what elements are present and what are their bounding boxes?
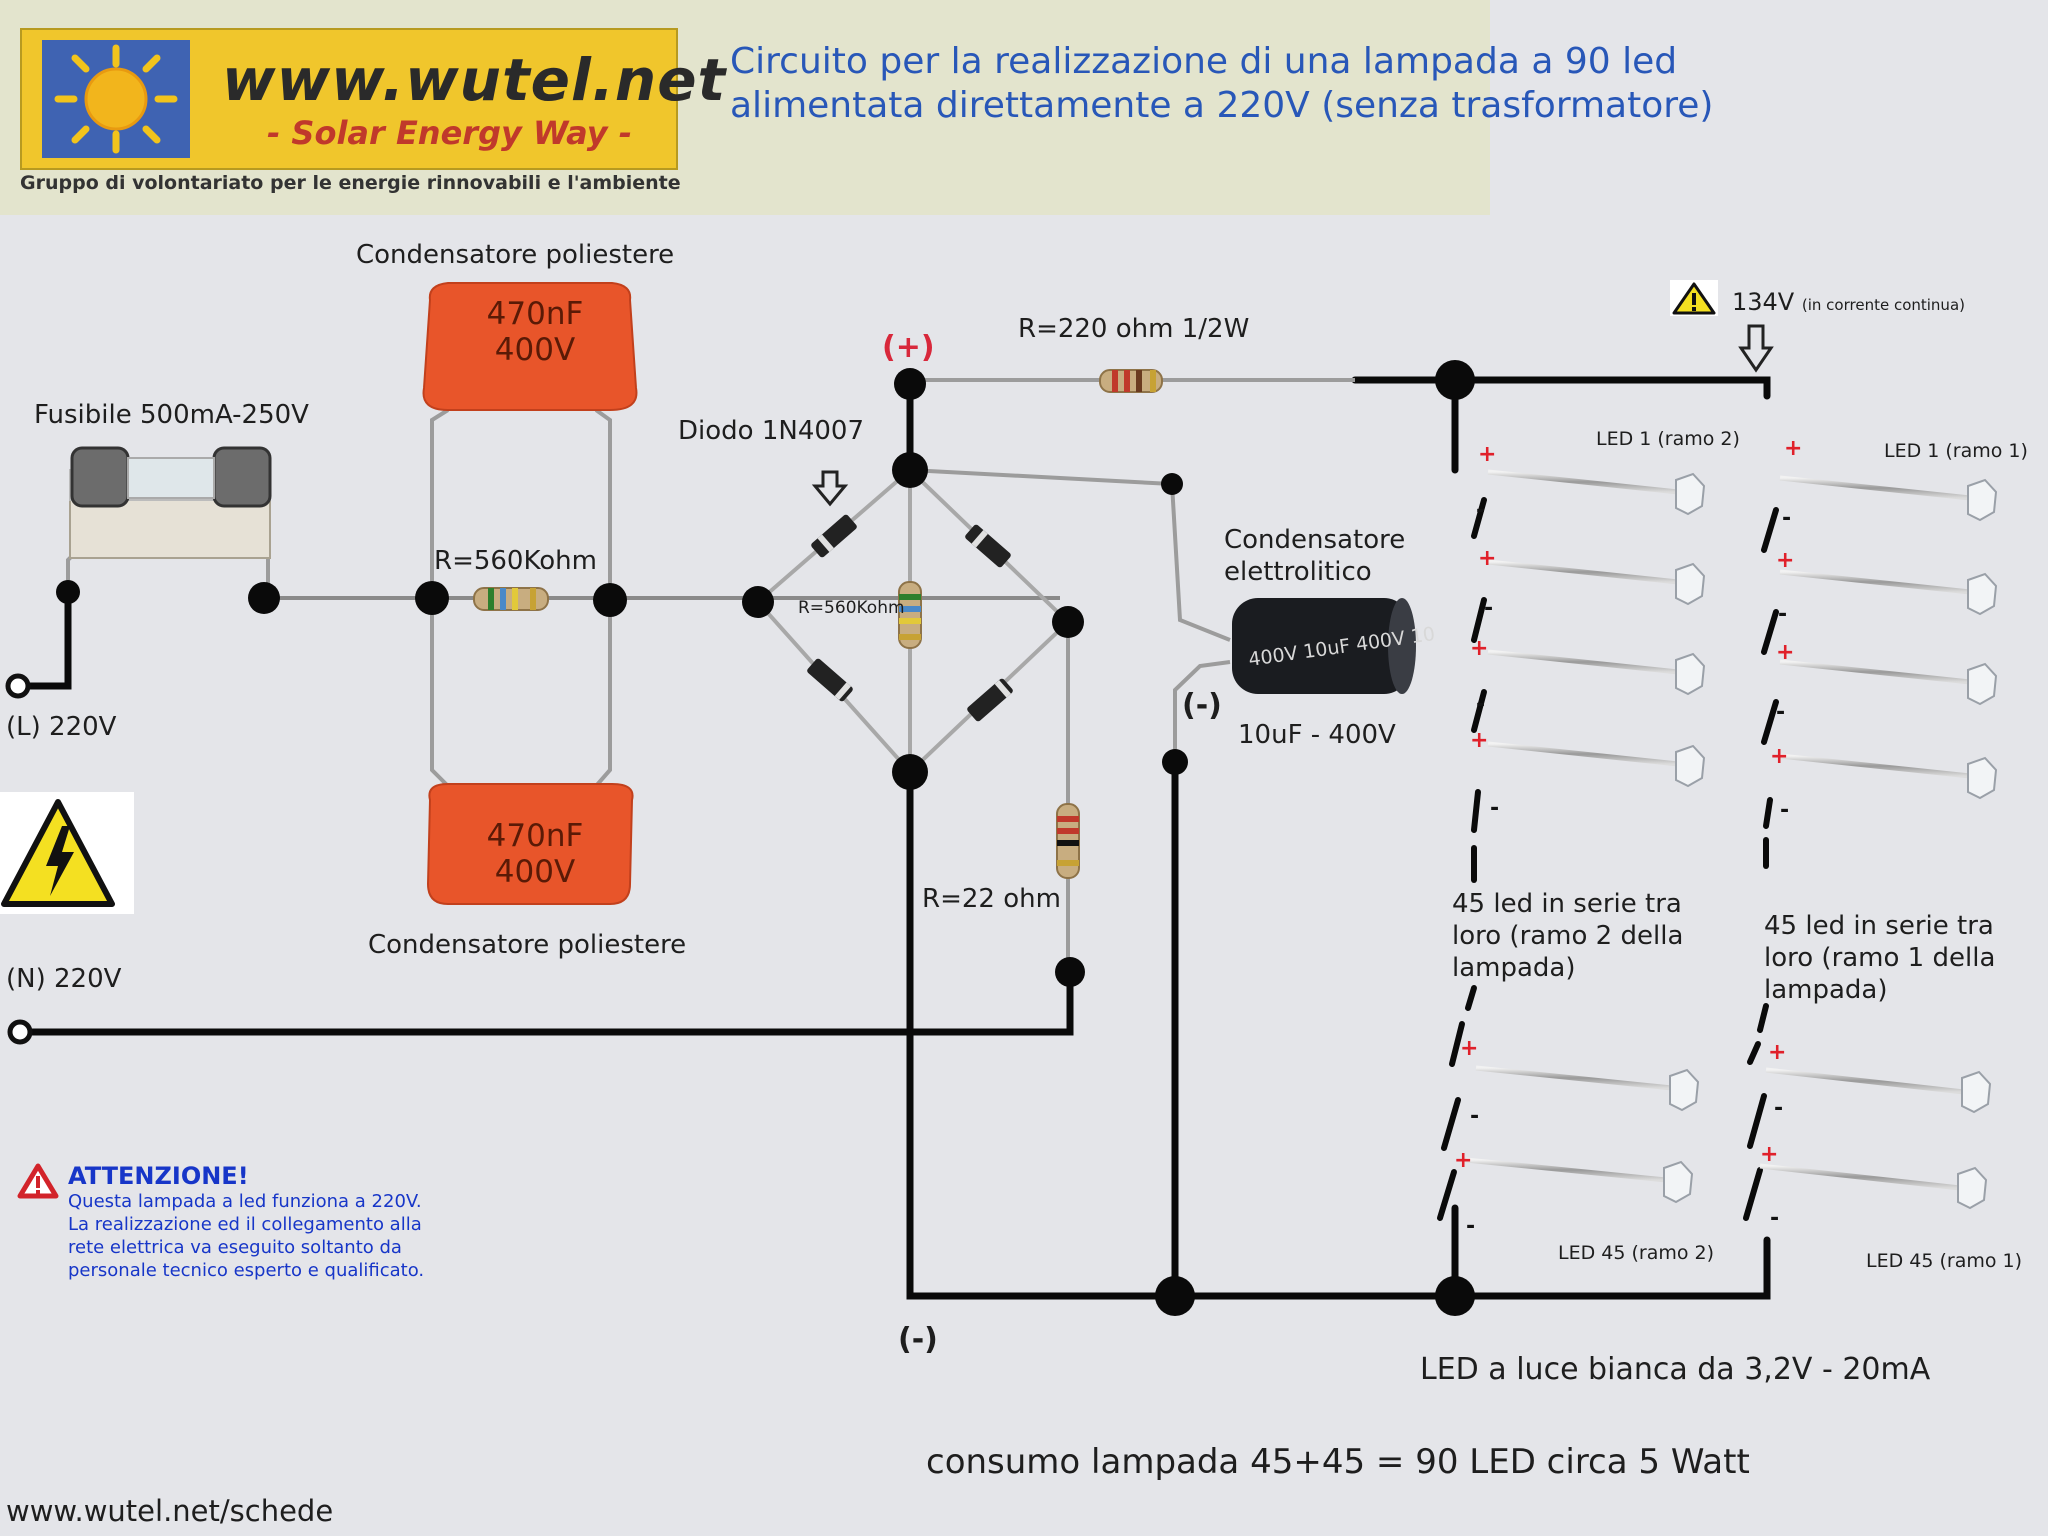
logo: www.wutel.net - Solar Energy Way - bbox=[20, 28, 725, 170]
warning-line: rete elettrica va eseguito soltanto da bbox=[68, 1237, 402, 1258]
cap-negative-label: (-) bbox=[1182, 688, 1222, 723]
title-line-2: alimentata direttamente a 220V (senza tr… bbox=[730, 85, 1714, 126]
plus-mark: + bbox=[1784, 436, 1803, 461]
polyester-capacitor-top bbox=[422, 282, 638, 411]
leds-branch-1 bbox=[1759, 475, 1998, 1210]
minus-mark: - bbox=[1770, 1206, 1780, 1231]
plus-mark: + bbox=[1454, 1148, 1473, 1173]
logo-url: www.wutel.net bbox=[222, 46, 727, 114]
led45-branch2-label: LED 45 (ramo 2) bbox=[1558, 1242, 1715, 1264]
resistor-22-ohm bbox=[1056, 640, 1080, 879]
attention-warning-icon bbox=[17, 1163, 59, 1199]
warning-line: La realizzazione ed il collegamento alla bbox=[68, 1214, 422, 1235]
led45-branch1-label: LED 45 (ramo 1) bbox=[1866, 1250, 2023, 1272]
plus-mark: + bbox=[1478, 442, 1497, 467]
voltage-label: 134V (in corrente continua) bbox=[1732, 288, 1965, 316]
leds-branch-2 bbox=[1465, 469, 1706, 1204]
minus-mark: - bbox=[1484, 596, 1494, 621]
voltage-arrow-icon bbox=[1738, 324, 1774, 373]
resistor-560k-label: R=560Kohm bbox=[434, 546, 597, 576]
logo-tagline: - Solar Energy Way - bbox=[267, 114, 632, 152]
diode-arrow-icon bbox=[811, 470, 849, 507]
sun-icon bbox=[42, 40, 190, 158]
minus-mark: - bbox=[1778, 602, 1788, 627]
plus-mark: + bbox=[1470, 636, 1489, 661]
minus-mark: - bbox=[1780, 798, 1790, 823]
bottom-negative-label: (-) bbox=[898, 1322, 938, 1357]
led1-branch1-label: LED 1 (ramo 1) bbox=[1884, 440, 2028, 462]
cap-top-title: Condensatore poliestere bbox=[356, 240, 675, 270]
wire-negative-rail bbox=[906, 1016, 1771, 1300]
bridge-positive-label: (+) bbox=[882, 330, 935, 365]
wire-line-input bbox=[16, 588, 72, 690]
electrolytic-cap-value: 10uF - 400V bbox=[1238, 720, 1396, 750]
logo-subtitle: Gruppo di volontariato per le energie ri… bbox=[20, 172, 681, 194]
warning-line: personale tecnico esperto e qualificato. bbox=[68, 1260, 425, 1281]
led1-branch2-label: LED 1 (ramo 2) bbox=[1596, 428, 1740, 450]
minus-mark: - bbox=[1776, 700, 1786, 725]
minus-mark: - bbox=[1466, 1214, 1476, 1239]
resistor-560k-bridge bbox=[898, 581, 922, 649]
series-branch1-label: 45 led in serie tra loro (ramo 1 della l… bbox=[1764, 911, 1996, 1005]
plus-mark: + bbox=[1776, 640, 1795, 665]
footer-url: www.wutel.net/schede bbox=[6, 1494, 334, 1528]
plus-mark: + bbox=[1460, 1036, 1479, 1061]
minus-mark: - bbox=[1476, 498, 1486, 523]
polyester-capacitor-bottom bbox=[426, 783, 634, 905]
minus-mark: - bbox=[1476, 692, 1486, 717]
voltage-warning-icon bbox=[1670, 280, 1718, 316]
electrolytic-capacitor: 400V 10uF 400V 10 bbox=[1232, 598, 1436, 694]
neutral-terminal bbox=[7, 1019, 33, 1045]
junction-dots bbox=[56, 360, 1475, 1316]
neutral-input-label: (N) 220V bbox=[6, 964, 122, 994]
high-voltage-warning-icon bbox=[0, 792, 134, 914]
minus-mark: - bbox=[1490, 796, 1500, 821]
wire-positive-rail bbox=[1351, 376, 1771, 400]
electrolytic-cap-title: Condensatore elettrolitico bbox=[1224, 525, 1406, 587]
plus-mark: + bbox=[1470, 728, 1489, 753]
series-branch2-label: 45 led in serie tra loro (ramo 2 della l… bbox=[1452, 889, 1684, 983]
plus-mark: + bbox=[1768, 1040, 1787, 1065]
minus-mark: - bbox=[1470, 1104, 1480, 1129]
line-input-label: (L) 220V bbox=[6, 712, 117, 742]
cap-top-value: 470nF 400V bbox=[486, 296, 584, 368]
warning-title: ATTENZIONE! bbox=[68, 1162, 249, 1190]
title-line-1: Circuito per la realizzazione di una lam… bbox=[730, 41, 1678, 82]
plus-mark: + bbox=[1760, 1142, 1779, 1167]
resistor-220-ohm bbox=[1099, 369, 1163, 393]
warning-line: Questa lampada a led funziona a 220V. bbox=[68, 1191, 422, 1212]
resistor-220-label: R=220 ohm 1/2W bbox=[1018, 314, 1250, 344]
minus-mark: - bbox=[1774, 1096, 1784, 1121]
fuse-icon bbox=[69, 446, 272, 559]
diode-label: Diodo 1N4007 bbox=[678, 416, 864, 446]
plus-mark: + bbox=[1776, 548, 1795, 573]
minus-mark: - bbox=[1782, 506, 1792, 531]
consumption-label: consumo lampada 45+45 = 90 LED circa 5 W… bbox=[926, 1442, 1750, 1482]
diode-bridge bbox=[807, 514, 1013, 722]
led-series-branch-2 bbox=[1437, 497, 1487, 1221]
page-title: Circuito per la realizzazione di una lam… bbox=[730, 40, 1713, 128]
fuse-label: Fusibile 500mA-250V bbox=[34, 400, 309, 430]
resistor-560k bbox=[473, 587, 549, 611]
resistor-22-label: R=22 ohm bbox=[922, 884, 1061, 914]
plus-mark: + bbox=[1478, 546, 1497, 571]
plus-mark: + bbox=[1770, 744, 1789, 769]
warning-notice: ATTENZIONE! Questa lampada a led funzion… bbox=[20, 1162, 470, 1282]
led-series-branch-1 bbox=[1743, 507, 1779, 1221]
cap-bottom-value: 470nF 400V bbox=[486, 818, 584, 890]
resistor-560k-bridge-label: R=560Kohm bbox=[798, 598, 905, 618]
cap-bottom-title: Condensatore poliestere bbox=[368, 930, 687, 960]
wire-neutral-input bbox=[16, 968, 1074, 1036]
led-spec-label: LED a luce bianca da 3,2V - 20mA bbox=[1420, 1352, 1931, 1387]
line-terminal bbox=[5, 673, 31, 699]
